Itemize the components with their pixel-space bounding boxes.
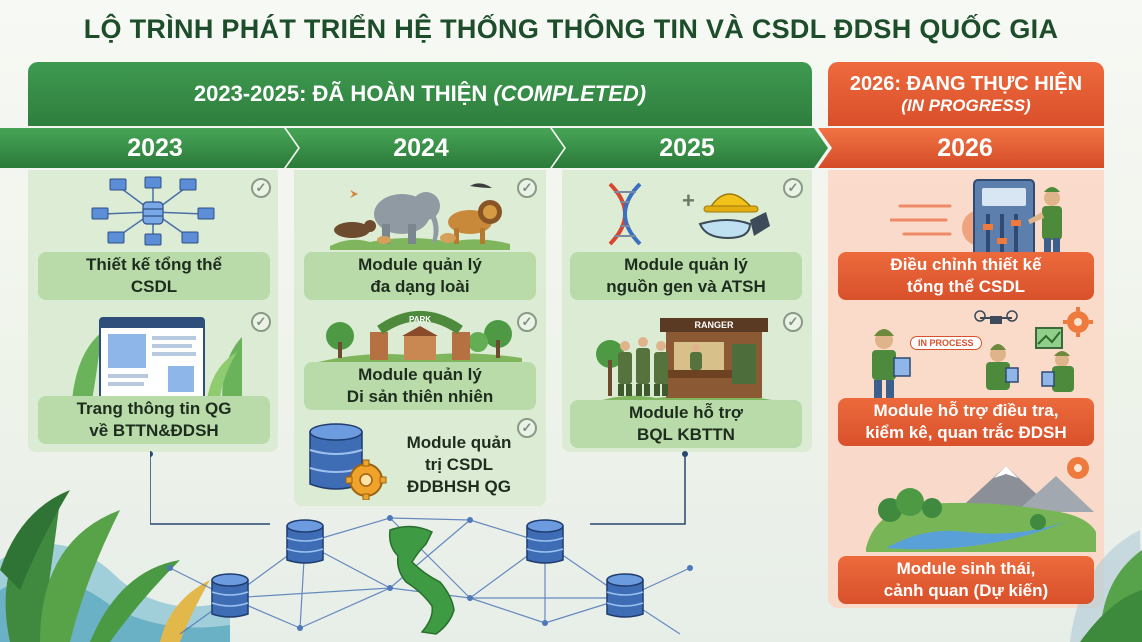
- page-title: LỘ TRÌNH PHÁT TRIỂN HỆ THỐNG THÔNG TIN V…: [83, 14, 1059, 44]
- vietnam-map-icon: [388, 525, 455, 635]
- year-2023: 2023: [127, 134, 183, 162]
- module-label-line: trị CSDL: [425, 455, 493, 474]
- connector-2023: [150, 452, 270, 525]
- check-icon: ✓: [517, 418, 537, 438]
- year-arrow-bar: [0, 128, 1104, 168]
- module-label-line: ĐDBHSH QG: [407, 477, 511, 496]
- module-dieu-chinh-thiet-ke: Điều chỉnh thiết kế tổng thể CSDL: [838, 252, 1094, 300]
- check-icon: ✓: [251, 312, 271, 332]
- module-label-line: Di sản thiên nhiên: [346, 387, 494, 406]
- dna-icon: +: [608, 182, 770, 246]
- field-survey-icon: [872, 307, 1093, 398]
- module-label-line: Module quản: [406, 433, 512, 452]
- phase-completed-english: (COMPLETED): [493, 81, 647, 106]
- arrow-2024: [286, 128, 564, 168]
- module-label-line: về BTTN&ĐDSH: [89, 421, 219, 440]
- module-label-line: kiểm kê, quan trắc ĐDSH: [865, 423, 1067, 442]
- arrow-2023: [0, 128, 298, 168]
- module-label-line: Module hỗ trợ điều tra,: [873, 401, 1059, 420]
- module-ho-tro-dieu-tra: Module hỗ trợ điều tra, kiểm kê, quan tr…: [838, 398, 1094, 446]
- module-label-line: Trang thông tin QG: [76, 399, 232, 418]
- phase-in-progress-label: 2026: ĐANG THỰC HIỆN: [849, 72, 1083, 95]
- ranger-station-icon: RANGER: [596, 318, 772, 402]
- in-process-badge: IN PROCESS: [910, 336, 982, 350]
- module-label-line: Module quản lý: [624, 255, 748, 274]
- heritage-park-icon: PARK: [318, 311, 522, 362]
- ranger-sign-text: RANGER: [694, 320, 734, 330]
- module-label-line: cảnh quan (Dự kiến): [883, 581, 1049, 600]
- connector-2025: [590, 452, 686, 525]
- phase-in-progress-banner: 2026: ĐANG THỰC HIỆN (IN PROGRESS): [828, 62, 1104, 126]
- module-label-line: Module hỗ trợ: [628, 403, 744, 422]
- module-quan-ly-di-san: Module quản lý Di sản thiên nhiên: [304, 362, 536, 410]
- check-icon: ✓: [517, 312, 537, 332]
- arrow-2025: [552, 128, 828, 168]
- module-label-line: Điều chỉnh thiết kế: [890, 255, 1042, 274]
- park-sign-text: PARK: [409, 315, 431, 324]
- module-label-line: Thiết kế tổng thể: [86, 255, 222, 274]
- webpage-icon: [72, 317, 242, 400]
- module-label-line: nguồn gen và ATSH: [606, 277, 766, 296]
- year-2024: 2024: [393, 134, 449, 162]
- phase-in-progress-english: (IN PROGRESS): [901, 95, 1031, 115]
- module-label-line: Module quản lý: [358, 255, 482, 274]
- check-icon: ✓: [783, 312, 803, 332]
- module-trang-thong-tin-qg: Trang thông tin QG về BTTN&ĐDSH: [38, 396, 270, 444]
- module-thiet-ke-tong-the: Thiết kế tổng thể CSDL: [38, 252, 270, 300]
- module-label-line: Module quản lý: [358, 365, 482, 384]
- year-2025: 2025: [659, 134, 715, 162]
- module-label-line: Module sinh thái,: [896, 559, 1036, 578]
- network-icon: [91, 176, 215, 246]
- control-panel-icon: [890, 179, 1062, 269]
- foliage-left-decoration: [0, 490, 230, 642]
- check-icon: ✓: [251, 178, 271, 198]
- database-network-map: [150, 451, 693, 635]
- animals-icon: [330, 183, 510, 250]
- database-node: [286, 519, 324, 564]
- year-2026: 2026: [937, 134, 993, 162]
- module-label-line: CSDL: [130, 277, 178, 296]
- module-quan-tri-csdl: Module quản trị CSDL ĐDBHSH QG: [384, 432, 534, 498]
- database-gear-icon: [309, 423, 387, 500]
- check-icon: ✓: [517, 178, 537, 198]
- module-label-line: đa dạng loài: [370, 277, 470, 296]
- phase-completed-label: 2023-2025: ĐÃ HOÀN THIỆN: [193, 81, 488, 106]
- module-ho-tro-bql: Module hỗ trợ BQL KBTTN: [570, 400, 802, 448]
- arrow-2026: [818, 128, 1104, 168]
- module-label-line: tổng thể CSDL: [906, 277, 1026, 296]
- module-quan-ly-nguon-gen: Module quản lý nguồn gen và ATSH: [570, 252, 802, 300]
- database-node: [526, 519, 564, 564]
- module-sinh-thai-canh-quan: Module sinh thái, cảnh quan (Dự kiến): [838, 556, 1094, 604]
- phase-completed-banner: 2023-2025: ĐÃ HOÀN THIỆN (COMPLETED): [28, 62, 812, 126]
- module-label-line: BQL KBTTN: [637, 425, 735, 444]
- svg-text:+: +: [682, 188, 695, 213]
- foliage-right-decoration: [1070, 530, 1142, 642]
- landscape-icon: [866, 457, 1096, 552]
- check-icon: ✓: [783, 178, 803, 198]
- module-quan-ly-da-dang-loai: Module quản lý đa dạng loài: [304, 252, 536, 300]
- database-node: [606, 573, 644, 618]
- database-node: [211, 573, 249, 618]
